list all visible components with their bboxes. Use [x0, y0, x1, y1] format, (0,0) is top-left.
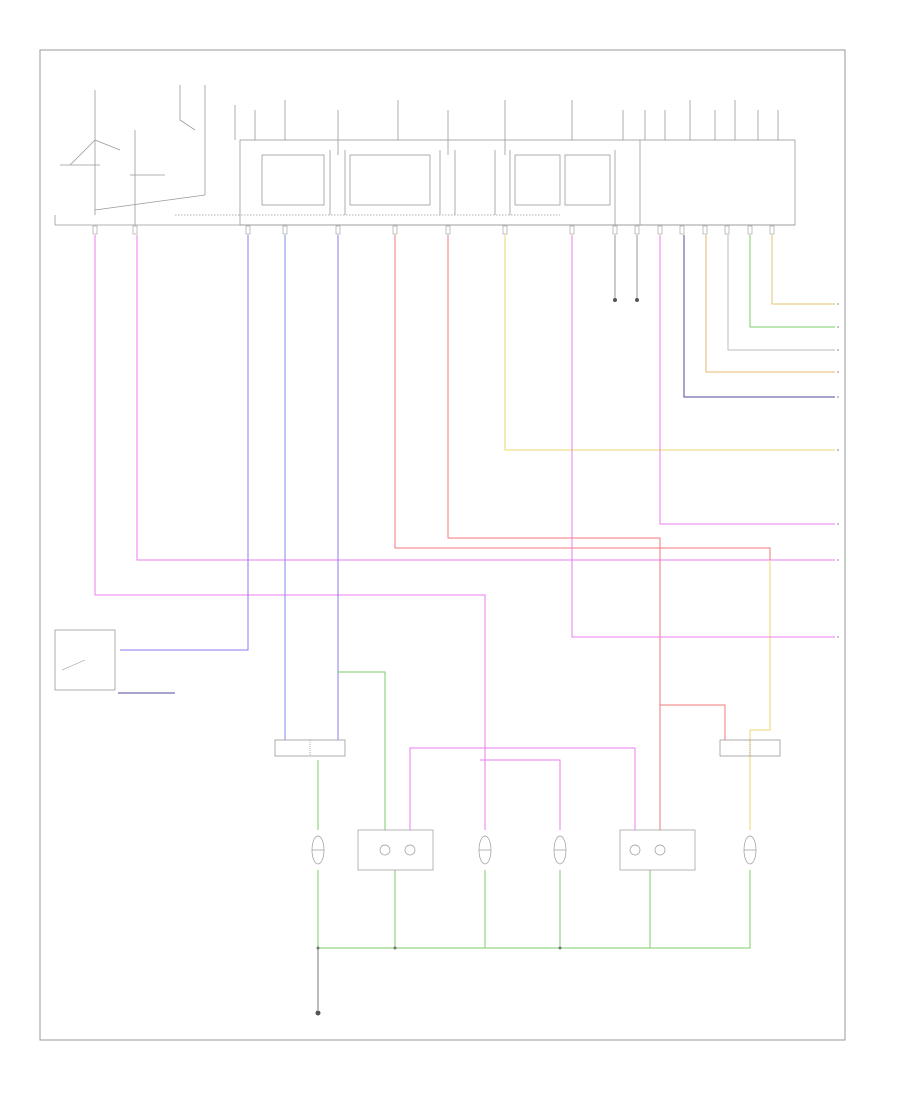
lamp-right-high-dual	[619, 829, 696, 871]
wire-pink-2	[136, 235, 835, 561]
wire-orange-1	[705, 235, 835, 373]
wire-gray-1	[727, 235, 835, 351]
wire-green-2	[338, 671, 386, 830]
wire-pink-1	[94, 235, 486, 830]
wire-red-2	[447, 235, 661, 830]
ground-bus	[317, 870, 751, 949]
wire-pink-3	[571, 235, 835, 638]
splice-points	[316, 946, 562, 950]
lamp-right-low	[743, 835, 757, 865]
ignition-switch-group	[60, 85, 236, 225]
wire-red-1	[394, 235, 771, 700]
lamp-left-low	[311, 835, 325, 865]
wire-red-3	[660, 704, 726, 740]
lamp-left-park	[478, 835, 492, 865]
wire-pink-6	[480, 759, 561, 830]
wires	[94, 235, 835, 1010]
headlamp-switch	[54, 629, 116, 691]
relay-right	[719, 739, 781, 757]
right-output-terminals	[837, 303, 839, 638]
wire-yellow-2	[749, 560, 771, 830]
diagram-frame	[39, 49, 846, 1041]
wire-pink-4	[659, 235, 835, 525]
relay-left	[274, 739, 346, 757]
top-connector-pins	[254, 100, 779, 155]
wire-yellow-3	[771, 235, 835, 305]
junction-box-module	[54, 139, 796, 226]
wire-pink-5	[409, 747, 636, 830]
wire-navy-1	[683, 235, 835, 398]
wire-violet	[120, 235, 249, 651]
wire-green-1	[749, 235, 835, 328]
ground-test-points	[315, 298, 639, 1016]
lamp-right-park	[553, 835, 567, 865]
wire-yellow-1	[504, 235, 835, 451]
fuse-ticks	[92, 225, 775, 235]
lamp-left-high-dual	[357, 829, 434, 871]
